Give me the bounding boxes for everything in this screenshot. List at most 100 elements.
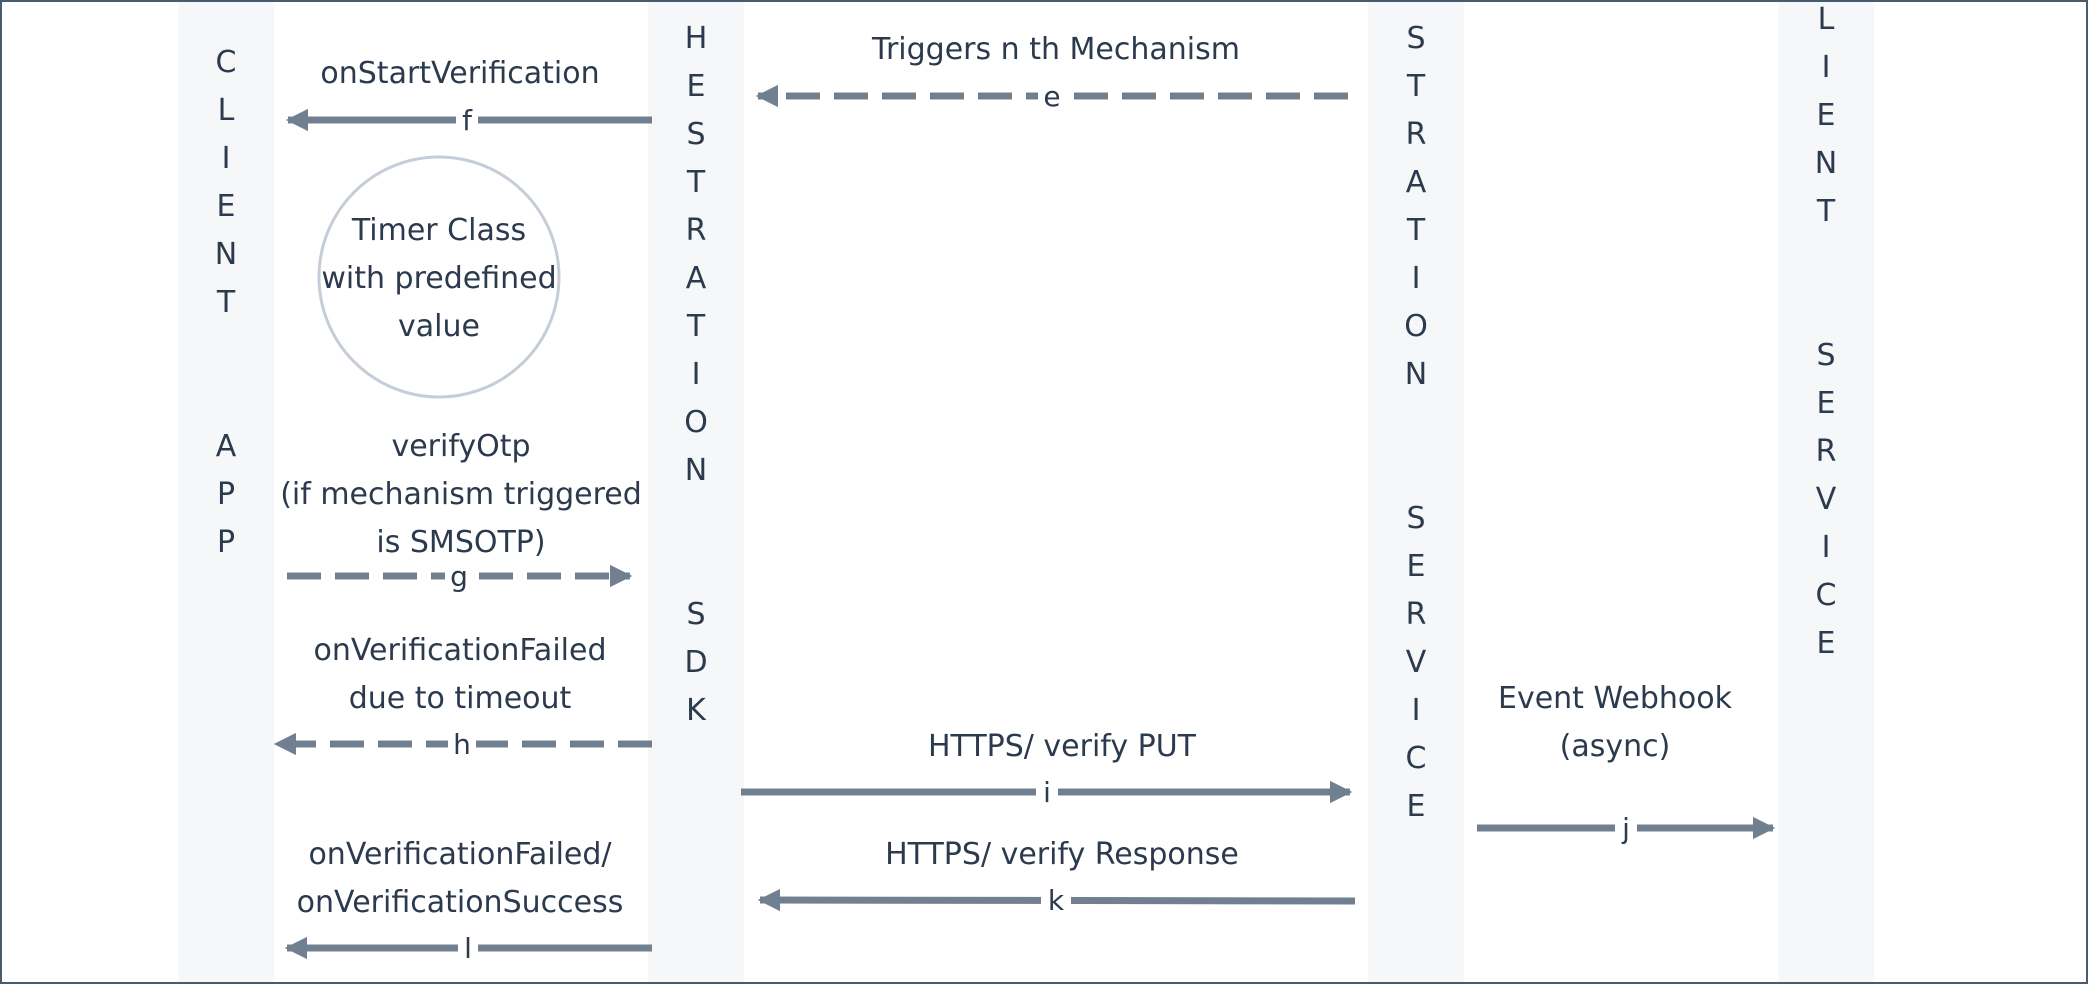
- column-label-letter: N: [685, 453, 707, 488]
- column-label-letter: D: [684, 645, 707, 680]
- arrow-g-label-3: is SMSOTP): [376, 525, 545, 560]
- arrow-j: Event Webhook (async) j: [1477, 681, 1776, 846]
- timer-line-3: value: [398, 309, 480, 344]
- column-label-letter: P: [217, 525, 235, 560]
- column-label-letter: S: [1816, 338, 1835, 373]
- column-label-letter: S: [686, 597, 705, 632]
- band-orchestration-sdk: [648, 0, 744, 984]
- arrow-e-letter: e: [1043, 80, 1060, 113]
- column-label-letter: T: [1406, 69, 1426, 104]
- arrow-h-label-1: onVerificationFailed: [314, 633, 607, 668]
- column-label-letter: E: [1817, 626, 1836, 661]
- column-label-letter: O: [1404, 309, 1428, 344]
- column-label-letter: N: [215, 237, 237, 272]
- arrow-g: verifyOtp (if mechanism triggered is SMS…: [280, 429, 642, 593]
- column-label-letter: A: [1406, 165, 1427, 200]
- arrow-g-label-2: (if mechanism triggered: [280, 477, 642, 512]
- column-label-letter: E: [1407, 549, 1426, 584]
- column-label-letter: S: [1406, 21, 1425, 56]
- column-label-letter: E: [1407, 789, 1426, 824]
- arrow-h-label-2: due to timeout: [349, 681, 572, 716]
- column-label-letter: N: [1405, 357, 1427, 392]
- column-label-letter: E: [1817, 386, 1836, 421]
- arrow-k: HTTPS/ verify Response k: [757, 837, 1356, 918]
- column-label-letter: V: [1406, 645, 1427, 680]
- arrow-j-letter-bg: [1615, 812, 1637, 846]
- arrow-l-letter: l: [464, 932, 472, 965]
- column-label-letter: C: [216, 45, 237, 80]
- column-label-letter: L: [1818, 2, 1835, 37]
- column-label-letter: A: [216, 429, 237, 464]
- timer-circle: [317, 155, 561, 399]
- column-label-letter: H: [685, 21, 708, 56]
- column-label-letter: V: [1816, 482, 1837, 517]
- arrow-k-letter: k: [1048, 884, 1065, 917]
- column-label-letter: R: [1816, 434, 1837, 469]
- column-label-letter: E: [687, 69, 706, 104]
- band-client-app: [178, 0, 274, 984]
- arrow-i-label: HTTPS/ verify PUT: [928, 729, 1197, 764]
- arrow-g-letter: g: [450, 560, 468, 593]
- column-label-letter: R: [1406, 597, 1427, 632]
- column-label-letter: T: [216, 285, 236, 320]
- arrow-j-label-2: (async): [1560, 729, 1671, 764]
- arrow-i-letter: i: [1043, 776, 1051, 809]
- column-label-letter: L: [218, 93, 235, 128]
- column-label-letter: T: [686, 165, 706, 200]
- band-client-service: [1778, 0, 1874, 984]
- arrow-h: onVerificationFailed due to timeout h: [273, 633, 652, 761]
- column-label-letter: I: [1412, 693, 1421, 728]
- column-label-letter: C: [1816, 578, 1837, 613]
- arrow-e-label: Triggers n th Mechanism: [871, 32, 1240, 67]
- arrow-k-letter-bg: [1041, 884, 1071, 918]
- arrow-f: onStartVerification f: [285, 56, 652, 137]
- column-label-letter: I: [222, 141, 231, 176]
- timer-node: Timer Class with predefined value: [317, 155, 561, 399]
- arrow-k-label: HTTPS/ verify Response: [885, 837, 1239, 872]
- arrow-h-letter: h: [453, 728, 471, 761]
- column-label-letter: S: [1406, 501, 1425, 536]
- band-orchestration-service: [1368, 0, 1464, 984]
- column-label-letter: I: [692, 357, 701, 392]
- arrow-l: onVerificationFailed/ onVerificationSucc…: [284, 837, 652, 965]
- column-label-letter: E: [1817, 98, 1836, 133]
- column-label-letter: I: [1822, 530, 1831, 565]
- column-label-letter: I: [1822, 50, 1831, 85]
- arrow-f-letter: f: [462, 104, 473, 137]
- timer-line-2: with predefined: [321, 261, 556, 296]
- column-label-letter: O: [684, 405, 708, 440]
- arrow-f-label: onStartVerification: [320, 56, 599, 91]
- arrow-e: Triggers n th Mechanism e: [755, 32, 1348, 113]
- column-label-letter: C: [1406, 741, 1427, 776]
- column-label-letter: R: [686, 213, 707, 248]
- arrow-i: HTTPS/ verify PUT i: [741, 729, 1353, 810]
- column-label-letter: A: [686, 261, 707, 296]
- column-label-letter: T: [1816, 194, 1836, 229]
- arrow-f-letter-bg: [456, 103, 478, 137]
- arrow-e-letter-bg: [1038, 80, 1066, 112]
- arrow-g-label-1: verifyOtp: [391, 429, 530, 464]
- arrow-l-label-1: onVerificationFailed/: [308, 837, 612, 872]
- column-label-letter: T: [686, 309, 706, 344]
- timer-line-1: Timer Class: [351, 213, 526, 248]
- column-label-letter: S: [686, 117, 705, 152]
- column-label-letter: E: [217, 189, 236, 224]
- arrow-l-label-2: onVerificationSuccess: [297, 885, 624, 920]
- arrow-g-letter-bg: [445, 560, 473, 592]
- column-label-letter: K: [686, 693, 707, 728]
- arrow-i-letter-bg: [1036, 776, 1058, 810]
- arrow-j-label-1: Event Webhook: [1498, 681, 1733, 716]
- column-label-letter: N: [1815, 146, 1837, 181]
- column-label-letter: P: [217, 477, 235, 512]
- lifeline-bands: [178, 0, 1874, 984]
- arrow-l-letter-bg: [458, 931, 478, 965]
- column-label-letter: T: [1406, 213, 1426, 248]
- column-label-letter: I: [1412, 261, 1421, 296]
- arrow-h-letter-bg: [448, 728, 476, 760]
